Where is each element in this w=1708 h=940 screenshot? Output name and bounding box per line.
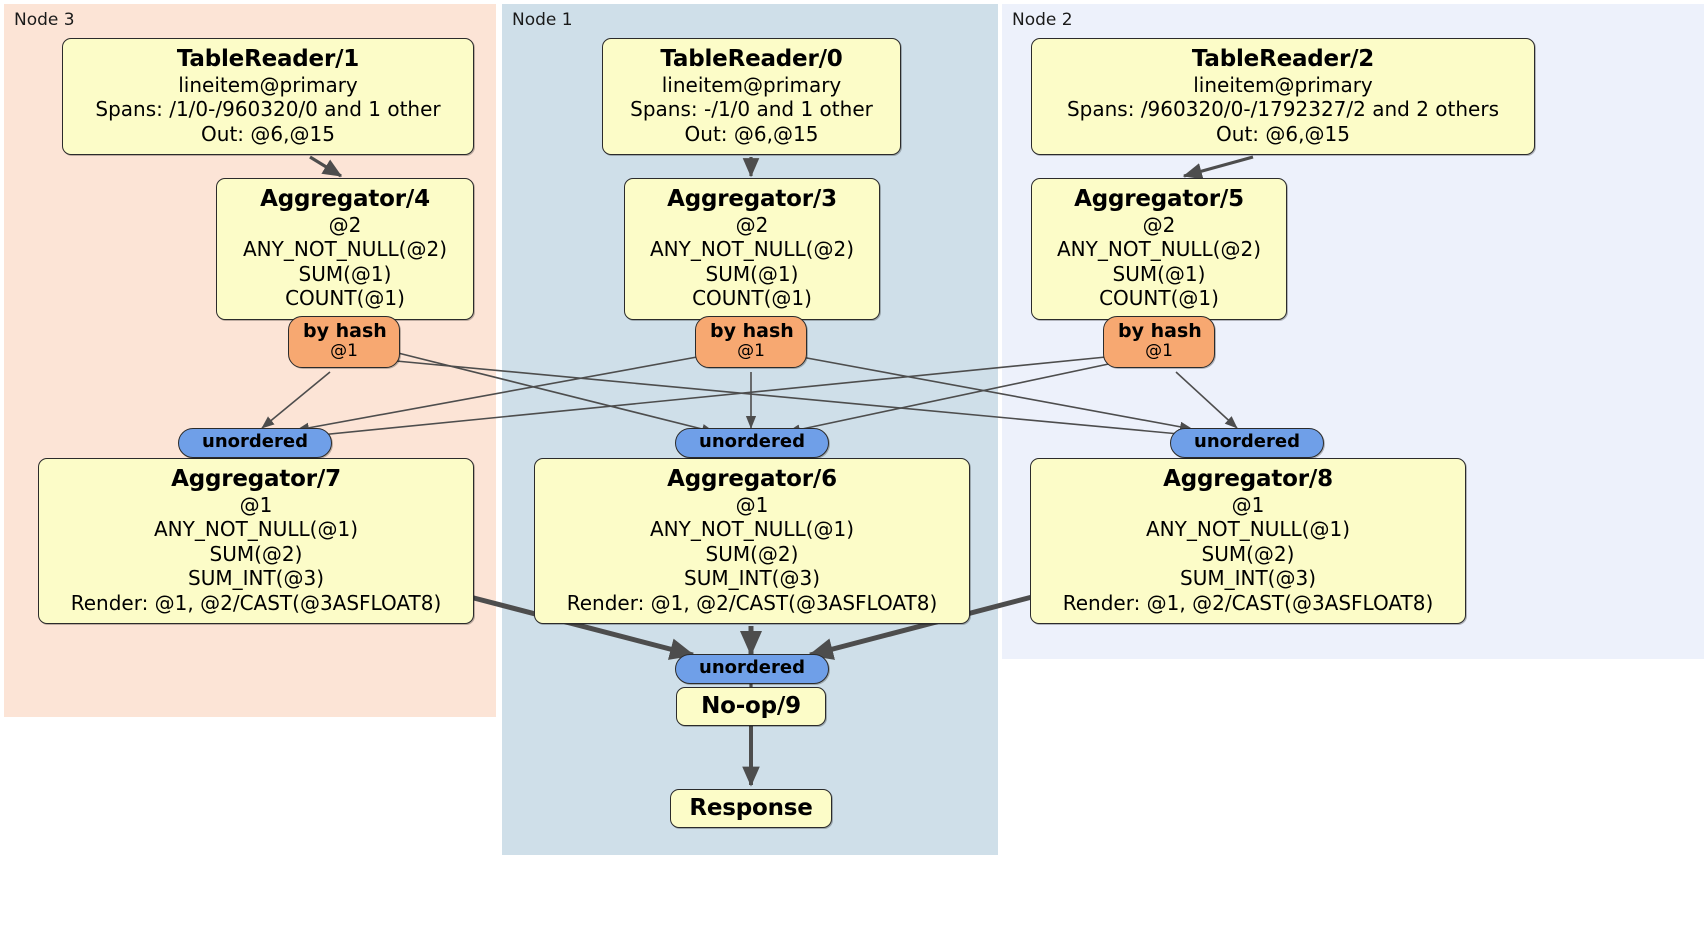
processor-line: Render: @1, @2/CAST(@3ASFLOAT8) [70, 590, 442, 615]
processor-box-aggregator-8[interactable]: Aggregator/8 @1 ANY_NOT_NULL(@1) SUM(@2)… [1030, 458, 1466, 624]
node-label-node3: Node 3 [14, 10, 75, 30]
processor-line: ANY_NOT_NULL(@2) [650, 237, 854, 262]
processor-line: ANY_NOT_NULL(@2) [1057, 237, 1261, 262]
processor-box-aggregator-4[interactable]: Aggregator/4 @2 ANY_NOT_NULL(@2) SUM(@1)… [216, 178, 474, 320]
processor-line: lineitem@primary [178, 73, 358, 98]
processor-title: Aggregator/4 [260, 186, 430, 212]
processor-line: ANY_NOT_NULL(@1) [1146, 517, 1350, 542]
processor-box-aggregator-3[interactable]: Aggregator/3 @2 ANY_NOT_NULL(@2) SUM(@1)… [624, 178, 880, 320]
processor-box-aggregator-7[interactable]: Aggregator/7 @1 ANY_NOT_NULL(@1) SUM(@2)… [38, 458, 474, 624]
processor-line: lineitem@primary [661, 73, 842, 98]
processor-line: Out: @6,@15 [201, 121, 335, 146]
processor-line: ANY_NOT_NULL(@1) [154, 517, 358, 542]
processor-line: Render: @1, @2/CAST(@3ASFLOAT8) [566, 590, 938, 615]
processor-title: Aggregator/5 [1074, 186, 1244, 212]
processor-line: @2 [735, 213, 769, 238]
processor-box-tablereader-0[interactable]: TableReader/0 lineitem@primary Spans: -/… [602, 38, 901, 156]
processor-line: ANY_NOT_NULL(@1) [650, 517, 854, 542]
processor-title: Response [689, 795, 813, 821]
processor-line: @2 [1142, 213, 1176, 238]
processor-line: Spans: /1/0-/960320/0 and 1 other [95, 97, 441, 122]
processor-line: Out: @6,@15 [684, 121, 819, 146]
processor-line: @1 [239, 493, 273, 518]
input-sync-badge-unordered-final[interactable]: unordered [675, 654, 829, 684]
processor-box-aggregator-5[interactable]: Aggregator/5 @2 ANY_NOT_NULL(@2) SUM(@1)… [1031, 178, 1287, 320]
processor-line: Spans: /960320/0-/1792327/2 and 2 others [1066, 97, 1499, 122]
output-router-badge-by-hash-mid[interactable]: by hash @1 [695, 316, 807, 368]
processor-title: Aggregator/6 [667, 466, 837, 492]
output-router-badge-by-hash-left[interactable]: by hash @1 [288, 316, 400, 368]
processor-title: Aggregator/8 [1163, 466, 1333, 492]
processor-title: TableReader/0 [660, 46, 843, 72]
badge-subtitle: @1 [737, 341, 765, 362]
processor-title: Aggregator/7 [171, 466, 341, 492]
processor-line: SUM(@1) [298, 261, 392, 286]
badge-title: unordered [1194, 431, 1300, 452]
processor-title: Aggregator/3 [667, 186, 837, 212]
processor-line: COUNT(@1) [285, 286, 405, 311]
input-sync-badge-unordered-mid[interactable]: unordered [675, 428, 829, 458]
badge-title: by hash [1118, 320, 1202, 342]
processor-line: @2 [328, 213, 362, 238]
badge-title: by hash [710, 320, 794, 342]
processor-line: SUM_INT(@3) [188, 566, 324, 591]
processor-line: SUM(@2) [1201, 541, 1295, 566]
processor-line: Out: @6,@15 [1216, 121, 1350, 146]
processor-title: TableReader/1 [176, 46, 360, 72]
processor-line: Render: @1, @2/CAST(@3ASFLOAT8) [1062, 590, 1434, 615]
processor-line: SUM_INT(@3) [684, 566, 820, 591]
processor-box-tablereader-2[interactable]: TableReader/2 lineitem@primary Spans: /9… [1031, 38, 1535, 156]
processor-line: SUM_INT(@3) [1180, 566, 1316, 591]
node-label-node2: Node 2 [1012, 10, 1073, 30]
badge-title: unordered [699, 431, 805, 452]
input-sync-badge-unordered-right[interactable]: unordered [1170, 428, 1324, 458]
processor-line: SUM(@2) [705, 541, 799, 566]
processor-box-tablereader-1[interactable]: TableReader/1 lineitem@primary Spans: /1… [62, 38, 474, 156]
processor-line: lineitem@primary [1193, 73, 1373, 98]
input-sync-badge-unordered-left[interactable]: unordered [178, 428, 332, 458]
badge-subtitle: @1 [1145, 341, 1173, 362]
processor-line: ANY_NOT_NULL(@2) [243, 237, 447, 262]
output-router-badge-by-hash-right[interactable]: by hash @1 [1103, 316, 1215, 368]
processor-line: @1 [735, 493, 769, 518]
processor-line: Spans: -/1/0 and 1 other [630, 97, 873, 122]
badge-title: unordered [699, 657, 805, 678]
processor-title: No-op/9 [701, 693, 801, 719]
node-label-node1: Node 1 [512, 10, 573, 30]
badge-subtitle: @1 [330, 341, 358, 362]
processor-title: TableReader/2 [1191, 46, 1375, 72]
processor-line: SUM(@1) [1112, 261, 1206, 286]
processor-line: @1 [1231, 493, 1265, 518]
processor-line: SUM(@1) [705, 261, 799, 286]
badge-title: unordered [202, 431, 308, 452]
badge-title: by hash [303, 320, 387, 342]
processor-line: COUNT(@1) [692, 286, 812, 311]
processor-box-response[interactable]: Response [670, 789, 832, 829]
processor-line: COUNT(@1) [1099, 286, 1219, 311]
processor-box-aggregator-6[interactable]: Aggregator/6 @1 ANY_NOT_NULL(@1) SUM(@2)… [534, 458, 970, 624]
processor-box-noop-9[interactable]: No-op/9 [676, 687, 826, 727]
processor-line: SUM(@2) [209, 541, 303, 566]
